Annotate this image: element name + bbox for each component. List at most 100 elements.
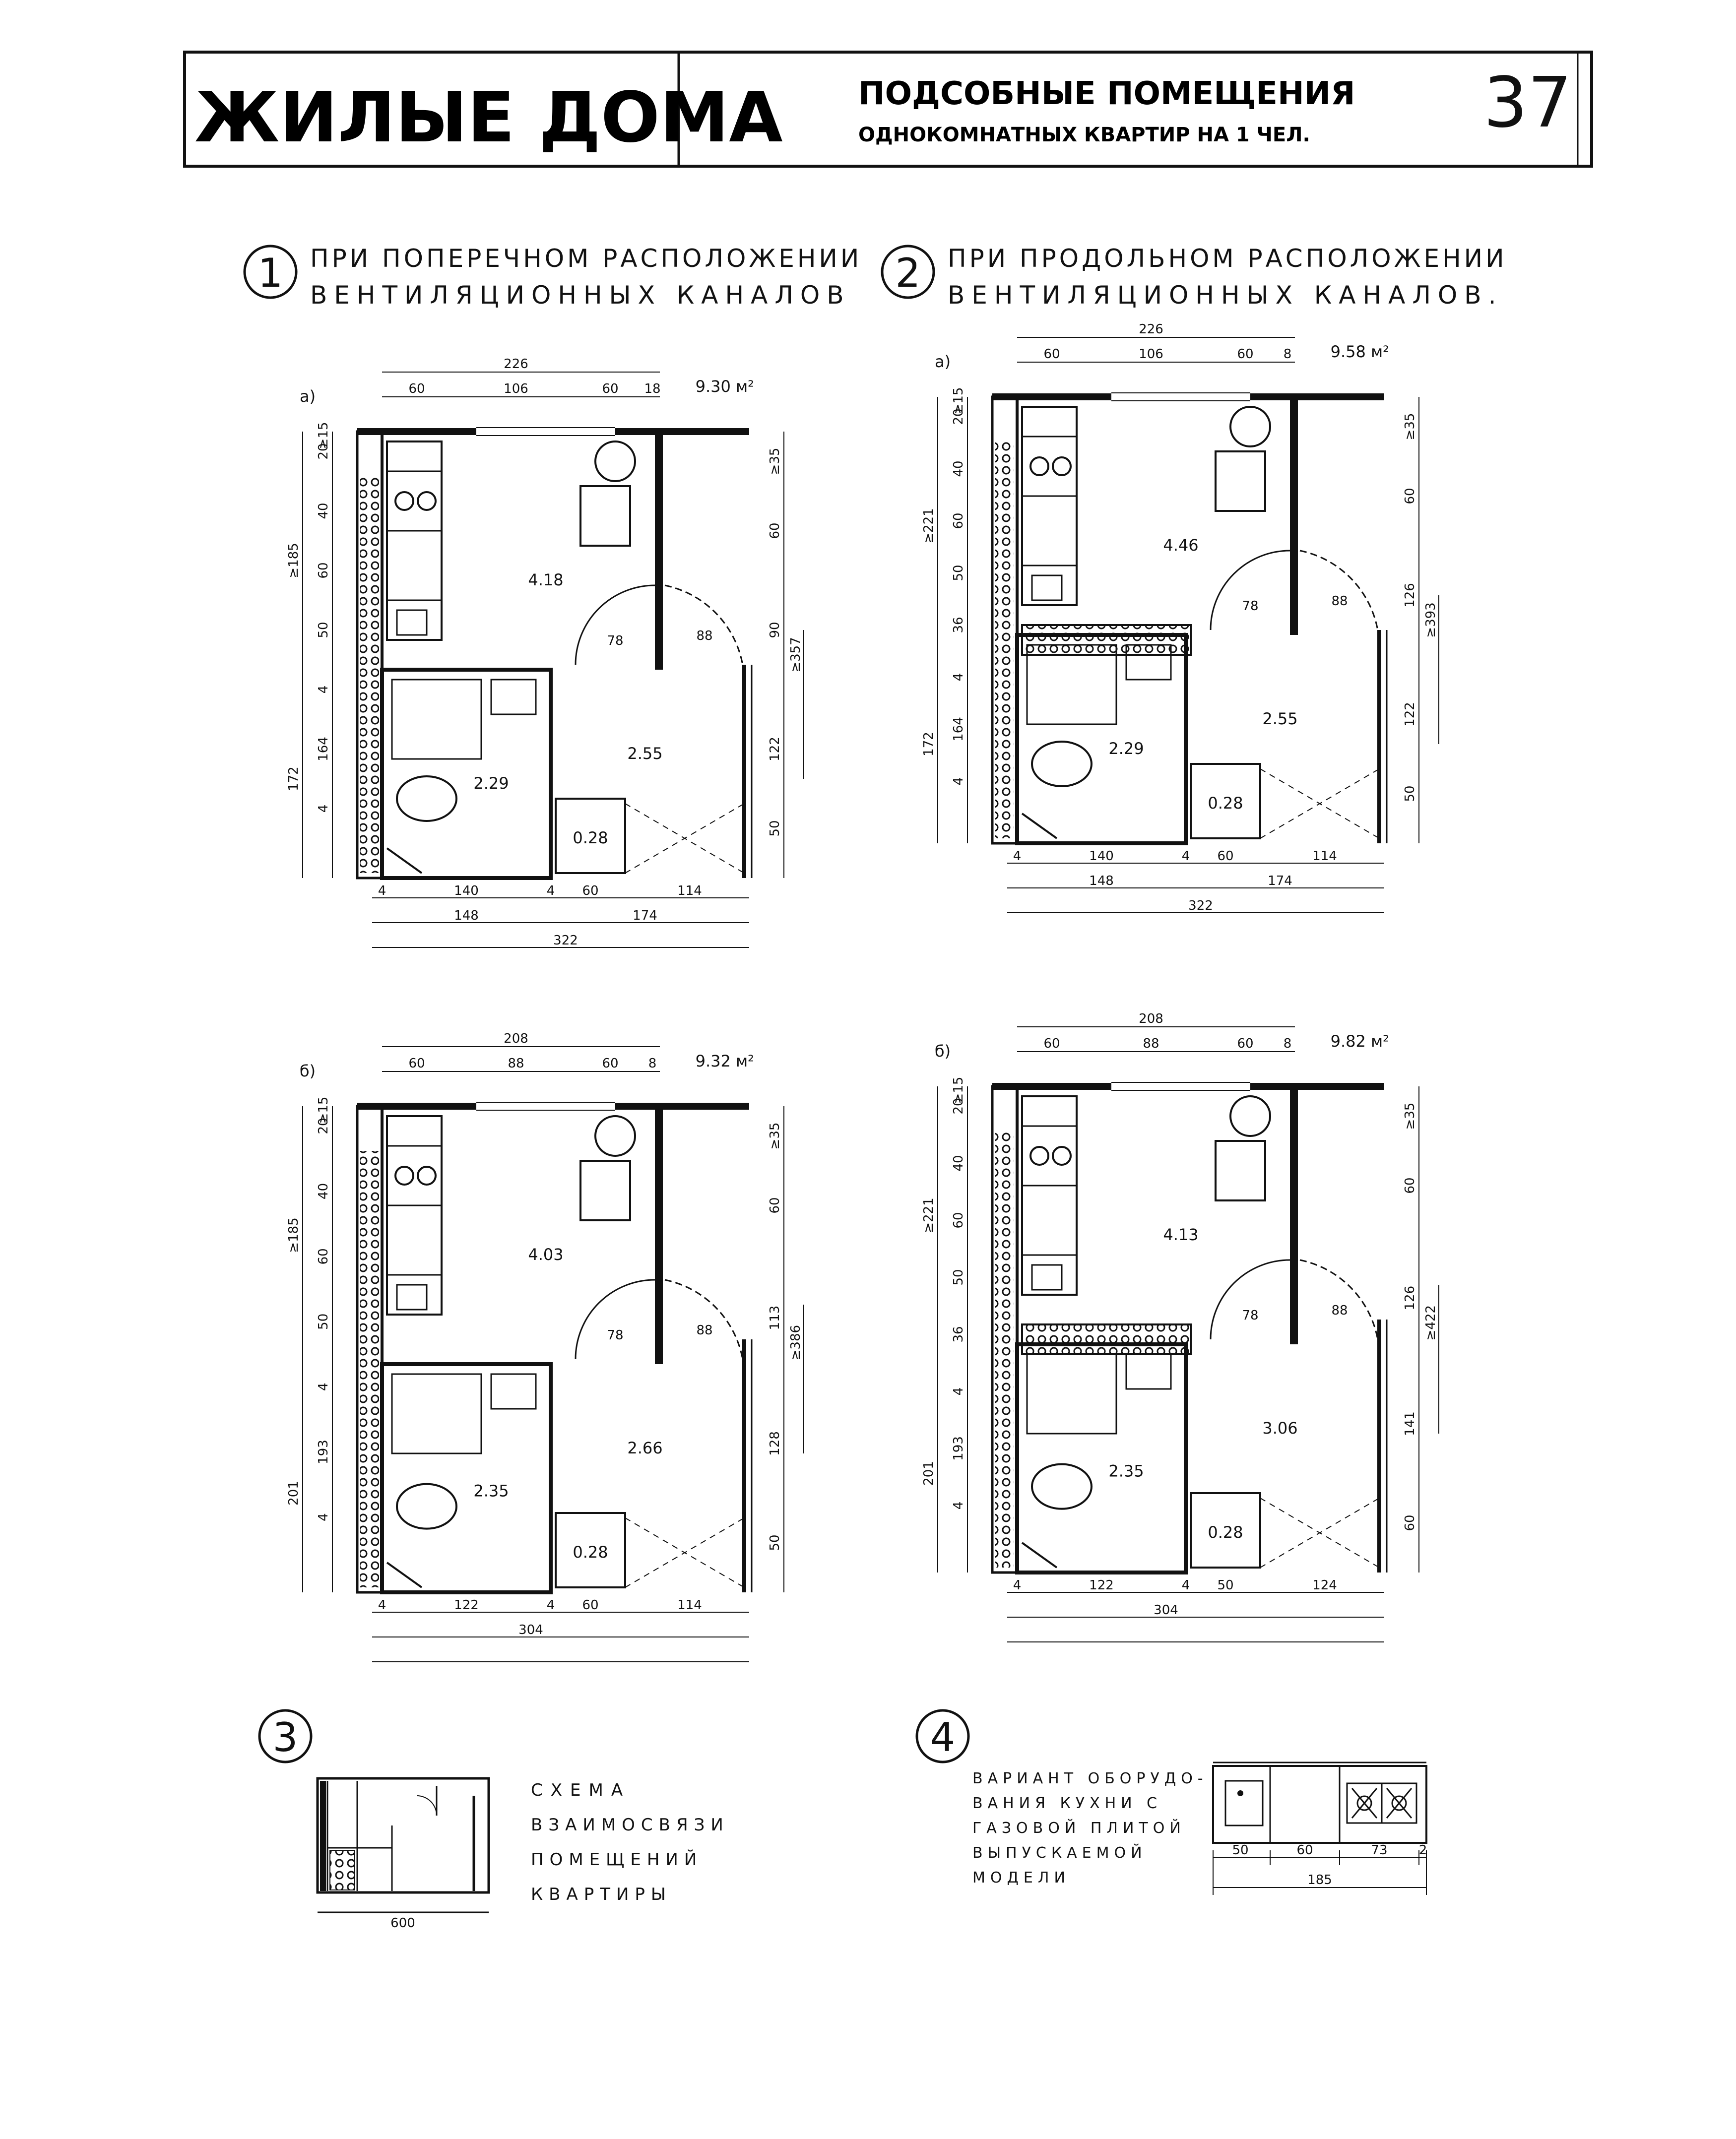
kitchen-area: 4.18 — [528, 570, 563, 589]
kitchen-counter — [1021, 406, 1078, 606]
dimension-label: 114 — [677, 883, 702, 898]
partition — [655, 1106, 663, 1364]
dimension-label: 4 — [951, 1502, 966, 1510]
dimension-label: 50 — [316, 1314, 331, 1330]
dimension-label: ≥35 — [1403, 1103, 1417, 1130]
dimension-label: 4 — [1013, 849, 1022, 864]
kitchen-dim: 2 — [1419, 1843, 1427, 1858]
dimension-label: ≥357 — [788, 637, 803, 672]
dimension-label: 60 — [1403, 1514, 1417, 1531]
burner-icon — [1029, 1146, 1049, 1166]
caption-line: СХЕМА — [531, 1780, 631, 1800]
dimension-label: 60 — [1043, 1036, 1060, 1051]
dimension-label: 8 — [1284, 1036, 1292, 1051]
ventilation-ducts — [360, 1151, 379, 1587]
kitchen-counter — [386, 440, 443, 641]
sink-icon — [396, 609, 428, 636]
wall — [1021, 1542, 1058, 1569]
dimension-label: 60 — [951, 1212, 966, 1228]
ventilation-band — [1021, 1323, 1192, 1355]
scheme-diagram: 600 — [316, 1777, 490, 1931]
dimension-label: 4 — [316, 686, 331, 694]
partition — [655, 432, 663, 670]
burner-icon — [394, 491, 414, 511]
sink-icon — [1224, 1780, 1264, 1826]
door-swing — [575, 584, 655, 665]
dimension-label: 4 — [951, 1387, 966, 1396]
kitchen-dim: 73 — [1371, 1843, 1387, 1858]
hall-area: 2.55 — [1262, 709, 1297, 728]
dimension-label: 122 — [1403, 702, 1417, 727]
dimension-label: 60 — [1043, 347, 1060, 362]
caption-line: ГАЗОВОЙ ПЛИТОЙ — [972, 1819, 1186, 1837]
dimension-label: ≥185 — [286, 1217, 301, 1253]
washbasin-icon — [490, 1373, 537, 1410]
caption-line: ВЫПУСКАЕМОЙ — [972, 1844, 1147, 1862]
dimension-label: 304 — [518, 1623, 543, 1637]
caption-line: ВАНИЯ КУХНИ С — [972, 1795, 1162, 1812]
dimension-label: 201 — [286, 1481, 301, 1506]
dimension-label: 50 — [1403, 785, 1417, 802]
dimension-label: 148 — [1089, 874, 1114, 888]
dimension-label: 60 — [1403, 488, 1417, 504]
kitchen-counter — [386, 1115, 443, 1316]
kitchen-counter — [1021, 1095, 1078, 1296]
dimension-label: 20 — [951, 1098, 966, 1114]
closet-area: 0.28 — [573, 1543, 608, 1562]
bathtub-icon — [1026, 644, 1117, 725]
scheme-block: 3 600 СХЕМА ВЗАИМОСВЯЗИ ПОМЕЩЕНИЙ КВАРТИ… — [258, 1709, 723, 1931]
dimension-label: 60 — [768, 522, 782, 539]
door-dim: 78 — [1242, 1308, 1258, 1323]
dimension-label: 322 — [553, 933, 578, 948]
ventilation-band — [1021, 624, 1192, 656]
caption-line: МОДЕЛИ — [972, 1869, 1070, 1887]
dimension-label: 60 — [1237, 1036, 1253, 1051]
table-icon — [579, 485, 631, 547]
wall — [1021, 813, 1058, 839]
washbasin-icon — [1125, 644, 1172, 681]
dimension-label: 126 — [1403, 1286, 1417, 1311]
dimension-label: 50 — [951, 565, 966, 581]
dimension-label: 18 — [644, 381, 660, 396]
scheme-number: 3 — [273, 1714, 298, 1761]
burner-icon — [394, 1166, 414, 1186]
dimension-label: 4 — [547, 1598, 555, 1613]
dimension-label: 4 — [951, 673, 966, 682]
dimension-label: 4 — [547, 883, 555, 898]
dimension-label: 90 — [768, 622, 782, 638]
bath-area: 2.29 — [1108, 739, 1144, 758]
dimension-label: 4 — [316, 805, 331, 813]
dimension-label: 60 — [1217, 849, 1233, 864]
dimension-label: 4 — [1013, 1578, 1022, 1593]
dimension-label: 4 — [1182, 849, 1190, 864]
section-number: 1 — [258, 250, 283, 296]
dimension-label: ≥35 — [768, 448, 782, 475]
section-line2: ВЕНТИЛЯЦИОННЫХ КАНАЛОВ — [310, 281, 851, 310]
scheme-caption: СХЕМА ВЗАИМОСВЯЗИ ПОМЕЩЕНИЙ КВАРТИРЫ — [531, 1780, 723, 1904]
dimension-label: 36 — [951, 617, 966, 633]
chair-icon — [1229, 1095, 1271, 1137]
variant-label: a) — [935, 352, 951, 371]
total-area-label: 9.32 м² — [696, 1052, 754, 1070]
dimension-label: 140 — [454, 883, 479, 898]
dimension-label: 208 — [504, 1031, 528, 1046]
header-frame — [183, 51, 1593, 168]
dimension-label: 4 — [378, 883, 386, 898]
kitchen-total-dim: 185 — [1307, 1873, 1332, 1887]
dimension-label: 50 — [951, 1269, 966, 1285]
dimension-label: 50 — [1217, 1578, 1233, 1593]
door-dim: 88 — [1331, 1303, 1348, 1318]
bath-area: 2.35 — [473, 1482, 509, 1501]
washbasin-icon — [1125, 1353, 1172, 1390]
door-dim: 78 — [607, 1328, 623, 1343]
dimension-label: 322 — [1188, 898, 1213, 913]
kitchen-equipment-plan: 50 60 73 2 185 — [1212, 1762, 1427, 1895]
dimension-label: 60 — [602, 381, 618, 396]
door-swing — [1260, 768, 1380, 839]
burner-icon — [1052, 1146, 1072, 1166]
wall — [386, 847, 423, 874]
door-dim: 88 — [696, 629, 712, 643]
